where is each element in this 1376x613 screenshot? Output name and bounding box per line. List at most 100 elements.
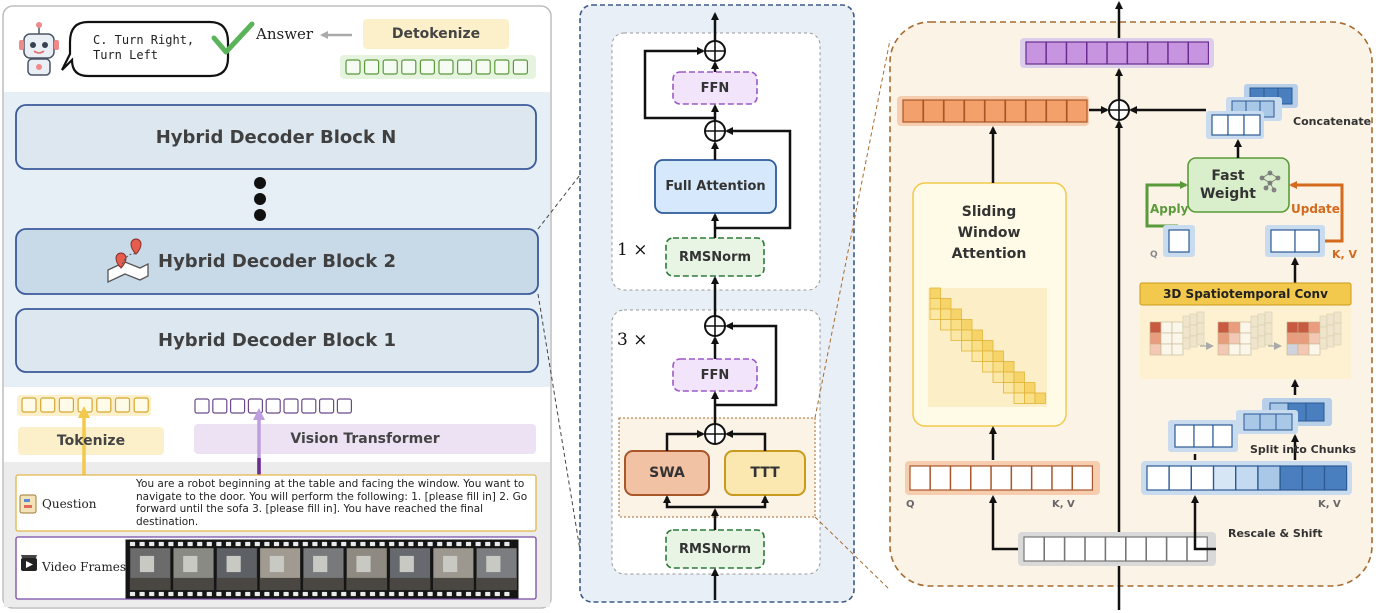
film-perforation <box>264 541 270 547</box>
token-cell <box>1106 41 1128 65</box>
decoder-block-1 <box>15 308 539 373</box>
film-perforation <box>216 591 222 597</box>
conv-output-cube-depth <box>1319 326 1328 339</box>
film-perforation <box>504 541 510 547</box>
tokenize-box <box>18 427 164 455</box>
conv-output-cube <box>1308 343 1321 356</box>
token-cell <box>1010 465 1033 491</box>
film-perforation <box>485 541 491 547</box>
robot-icon <box>19 22 59 76</box>
decoder-block-2-label: Hybrid Decoder Block 2 <box>158 251 396 272</box>
video-frame-floor <box>433 577 474 591</box>
mask-cell <box>1013 392 1025 404</box>
video-frame-floor <box>216 577 258 591</box>
token-cell <box>212 398 228 414</box>
ellipsis-dot <box>254 193 266 205</box>
token-cell <box>1071 465 1094 491</box>
film-perforation <box>302 541 308 547</box>
film-perforation <box>216 541 222 547</box>
decoder-block-n <box>15 104 537 170</box>
conv-output-cube <box>1286 343 1299 356</box>
video-frame-floor <box>346 577 388 591</box>
conv-middle-cube <box>1228 343 1241 356</box>
film-perforation <box>398 591 404 597</box>
film-perforation <box>427 591 433 597</box>
token-cell <box>1025 99 1047 123</box>
token-cell <box>943 99 965 123</box>
mask-cell <box>992 350 1004 362</box>
concatenate-label: Concatenate <box>1293 115 1372 128</box>
mask-cell <box>950 319 962 331</box>
conv-output-cube-depth <box>1333 311 1342 324</box>
token-cell <box>1279 465 1303 491</box>
token-cell <box>40 397 56 413</box>
conv-input-cube-depth <box>1182 315 1191 328</box>
film-perforation <box>197 591 203 597</box>
token-cell <box>1126 41 1149 65</box>
film-perforation <box>168 591 174 597</box>
film-perforation <box>321 541 328 547</box>
token-cell <box>1045 41 1067 65</box>
film-perforation <box>408 541 414 547</box>
output-tokens-purple <box>1025 41 1210 65</box>
film-perforation <box>273 591 280 597</box>
concatenated-tokens <box>1206 84 1298 139</box>
film-perforation <box>149 591 155 597</box>
film-perforation <box>225 591 232 597</box>
token-cell <box>1147 41 1169 65</box>
film-perforation <box>417 541 424 547</box>
decoder-block-1-label: Hybrid Decoder Block 1 <box>158 330 396 351</box>
token-cell <box>1212 465 1237 491</box>
mask-cell <box>961 319 973 331</box>
update-arrow <box>1289 181 1344 243</box>
video-icon <box>21 555 37 571</box>
input-tokens <box>1023 536 1208 562</box>
swa-label: SWA <box>649 465 685 481</box>
kv-small-label: K, V <box>1332 248 1358 261</box>
film-perforation <box>504 591 510 597</box>
film-perforation <box>187 591 193 597</box>
film-perforation <box>494 541 500 547</box>
film-perforation <box>485 591 491 597</box>
token-cell <box>1064 536 1086 562</box>
output-tokens <box>345 59 529 75</box>
sliding-window-attention-label: Sliding Window Attention <box>951 203 1027 262</box>
conv-output-cube <box>1297 343 1310 356</box>
q-left-label: Q <box>906 499 915 510</box>
film-perforation <box>437 541 443 547</box>
conv-output-cube-depth <box>1326 324 1335 337</box>
token-cell <box>1190 465 1215 491</box>
swa-output-tokens <box>902 99 1088 123</box>
token-cell <box>265 398 281 414</box>
token-cell <box>1187 41 1210 65</box>
token-cell <box>929 465 951 491</box>
rmsnorm-top-label: RMSNorm <box>678 249 752 265</box>
mask-cell <box>1003 361 1015 373</box>
film-perforation <box>302 591 308 597</box>
film-perforation <box>139 591 145 597</box>
repeat-bottom-label: 3 × <box>617 330 648 350</box>
mask-cell <box>982 350 994 362</box>
film-perforation <box>465 541 472 547</box>
split-chunks-label: Split into Chunks <box>1250 443 1357 456</box>
conv-input-cube-depth <box>1189 313 1198 326</box>
kv-right-label: K, V <box>1318 499 1341 510</box>
film-perforation <box>389 591 395 597</box>
conv-output-cube <box>1297 321 1310 334</box>
film-perforation <box>350 591 356 597</box>
video-frame-window <box>356 555 371 573</box>
token-cell <box>512 59 529 75</box>
mask-cell <box>940 298 952 310</box>
vision-transformer-box <box>194 424 536 454</box>
video-frame-floor <box>389 577 431 591</box>
film-perforation <box>235 541 241 547</box>
conv-input-cube <box>1160 343 1173 356</box>
film-perforation <box>321 591 328 597</box>
mask-cell <box>982 340 994 352</box>
conv-middle-cube-depth <box>1250 337 1259 350</box>
mask-cell <box>1013 382 1025 394</box>
mask-cell <box>1034 392 1046 404</box>
mask-cell <box>1013 371 1025 383</box>
q-small-label: Q <box>1150 250 1158 260</box>
answer-label: Answer <box>256 25 314 43</box>
